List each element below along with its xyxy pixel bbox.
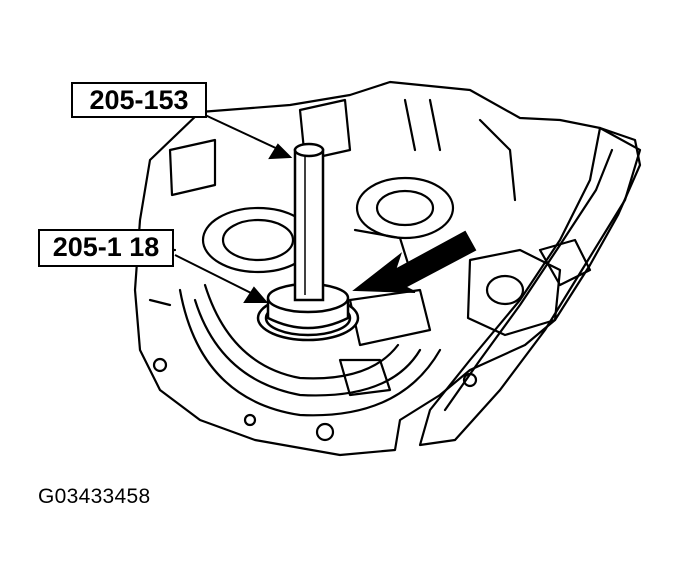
leader-line-lower [174, 254, 256, 296]
handle-shaft [293, 148, 325, 302]
tool-callout-lower: 205-1 18 [38, 229, 174, 267]
center-bore [355, 176, 455, 240]
direction-arrow [352, 230, 477, 293]
tool-callout-upper: 205-153 [71, 82, 207, 118]
figure-id-label: G03433458 [38, 485, 151, 508]
leader-line-upper [204, 114, 281, 151]
side-flange [418, 126, 642, 447]
seal-installer-tool [256, 142, 360, 342]
handle-top [293, 142, 325, 158]
